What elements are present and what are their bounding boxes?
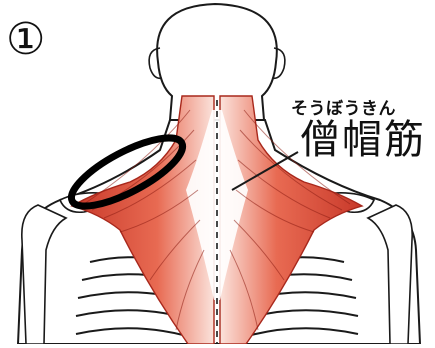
- muscle-furigana: そうぼうきん: [291, 94, 396, 119]
- muscle-name: 僧帽筋: [300, 118, 426, 162]
- step-marker: ①: [6, 18, 45, 62]
